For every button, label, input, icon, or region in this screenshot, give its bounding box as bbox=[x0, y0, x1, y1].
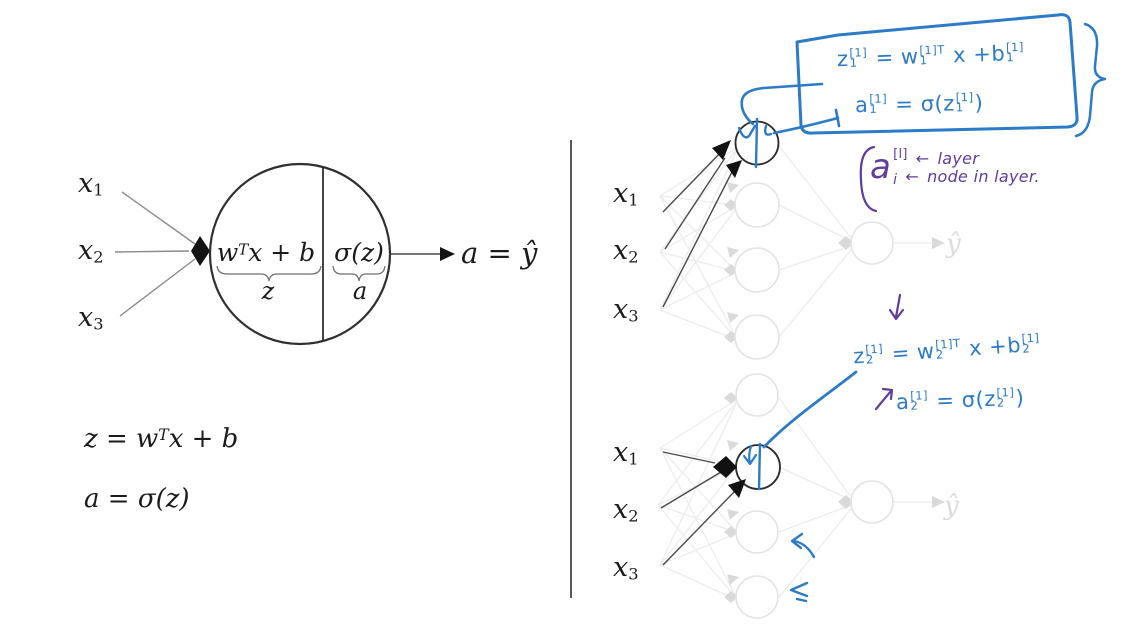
output-node-top bbox=[850, 221, 894, 265]
blue-brace bbox=[1074, 22, 1107, 138]
neuron-activation-label: σ(z) bbox=[334, 238, 384, 267]
top-net-input-x2: x2 bbox=[613, 235, 639, 267]
blue-curve-node2 bbox=[762, 370, 858, 449]
bottom-net-input-x3: x3 bbox=[613, 552, 639, 584]
left-input-x2: x2 bbox=[78, 235, 104, 267]
underbrace-z bbox=[216, 265, 322, 282]
network-bottom-dark-edges bbox=[660, 451, 736, 566]
top-net-yhat: ŷ bbox=[946, 229, 961, 259]
top-net-input-x3: x3 bbox=[613, 294, 639, 326]
left-output-arrowhead bbox=[440, 247, 455, 261]
blue-connector-lower bbox=[772, 116, 840, 135]
equation-z: z = wTx + b bbox=[84, 424, 239, 454]
neuron-z-label: z bbox=[261, 277, 275, 305]
bottom-net-input-x1: x1 bbox=[613, 437, 639, 469]
note-layer-row: [l] ← layer bbox=[893, 146, 980, 168]
left-input-x3: x3 bbox=[78, 302, 104, 334]
node2-equation-a2: a[1]2 = σ(z[1]2) bbox=[895, 384, 1025, 415]
bottom-net-yhat: ŷ bbox=[944, 491, 959, 521]
neuron-a-label: a bbox=[352, 277, 368, 305]
left-arrow-icon: ← bbox=[905, 167, 920, 187]
blue-arrow-1 bbox=[792, 539, 816, 559]
purple-bracket bbox=[859, 145, 878, 213]
dark-arrowhead-top-2 bbox=[726, 160, 742, 178]
output-node-bottom bbox=[850, 480, 894, 524]
network-bottom-faint-arrowheads bbox=[724, 392, 945, 603]
blue-arrow-2 bbox=[789, 581, 809, 598]
purple-up-arrow bbox=[874, 389, 893, 411]
purple-ink bbox=[859, 145, 905, 411]
notation-note: a [l] ← layer i ← node in layer. bbox=[870, 146, 1040, 188]
note-node-row: i ← node in layer. bbox=[893, 167, 1040, 188]
dark-arrowhead-bottom-2 bbox=[728, 479, 746, 498]
left-input-arrowhead bbox=[191, 236, 210, 266]
top-net-input-x1: x1 bbox=[613, 178, 639, 210]
blue-connector-upper bbox=[740, 82, 824, 126]
network-bottom-nodes bbox=[735, 373, 894, 619]
dark-arrowhead-top-1 bbox=[712, 140, 731, 160]
left-output-label: a = ŷ bbox=[461, 236, 538, 270]
note-base-a: a bbox=[870, 147, 892, 187]
left-arrow-icon: ← bbox=[915, 149, 930, 168]
equation-a: a = σ(z) bbox=[84, 484, 190, 514]
underbrace-a bbox=[332, 265, 386, 282]
left-input-x1: x1 bbox=[78, 168, 104, 200]
neuron-linear-label: wTx + b bbox=[216, 238, 316, 267]
neuron-body bbox=[208, 162, 392, 346]
bottom-net-input-x2: x2 bbox=[613, 494, 639, 526]
purple-down-arrow bbox=[894, 293, 902, 319]
left-input-edges bbox=[114, 191, 196, 317]
dark-arrowhead-bottom-1 bbox=[713, 456, 737, 478]
box-equation-a1: a[1]1 = σ(z[1]1) bbox=[854, 89, 984, 118]
blue-box-outline bbox=[795, 13, 1079, 135]
blue-ink bbox=[737, 13, 1107, 603]
network-bottom-faint-edges bbox=[657, 397, 932, 600]
network-top-dark-edges bbox=[662, 150, 734, 308]
